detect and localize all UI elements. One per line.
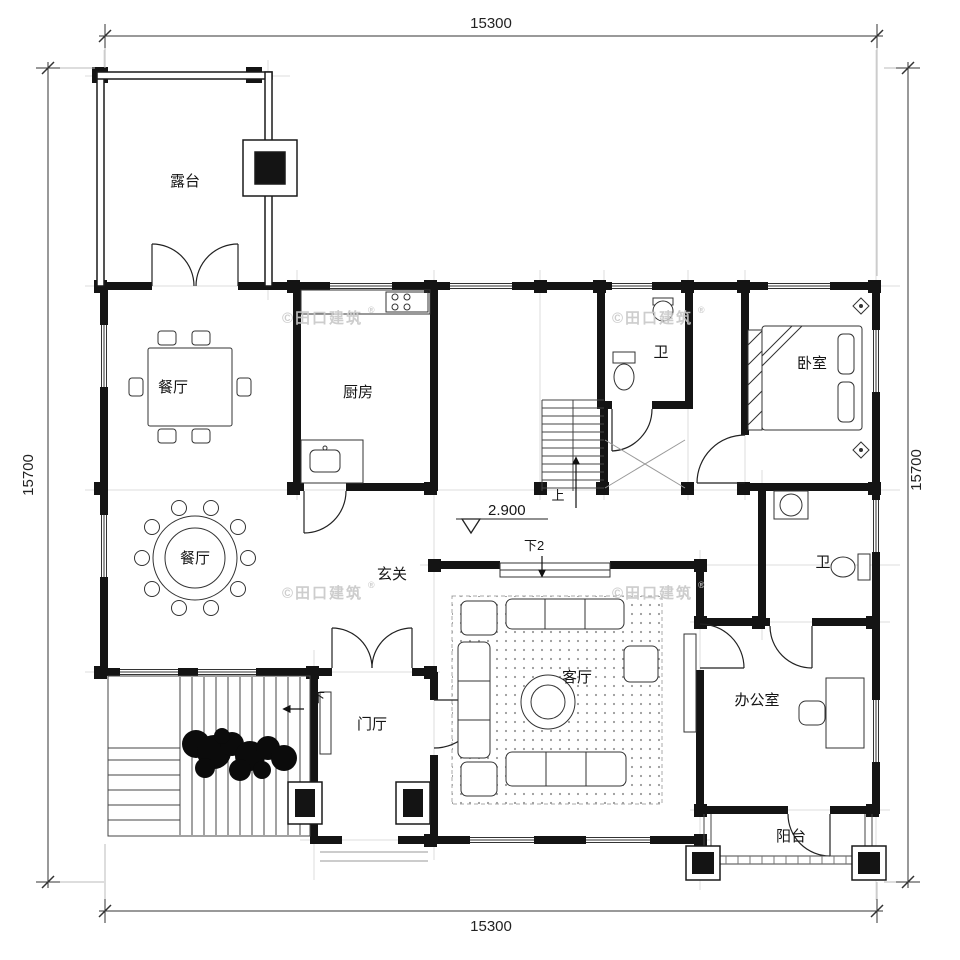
furniture-bedroom <box>747 297 870 459</box>
stair-up-annotation: 上 <box>551 488 564 503</box>
furniture-dining-round <box>134 500 256 616</box>
garden-plants <box>182 728 297 781</box>
room-label-terrace: 露台 <box>170 173 200 190</box>
furniture-foyer <box>319 691 332 755</box>
room-label-kitchen: 厨房 <box>343 384 373 401</box>
furniture-living <box>457 598 697 797</box>
room-label-dining-round: 餐厅 <box>180 550 210 567</box>
furniture-dining-upper <box>128 330 252 444</box>
room-labels: 露台 餐厅 厨房 卫 卧室 餐厅 玄关 卫 客厅 门厅 办公室 阳台 <box>158 173 831 845</box>
watermark-registered-1: ® <box>368 305 375 315</box>
watermark-text-4: ©田口建筑 <box>612 584 693 602</box>
dimension-lines <box>36 24 920 923</box>
stair-down-annotation: 下 <box>312 690 325 705</box>
room-label-dining-upper: 餐厅 <box>158 379 188 396</box>
room-label-office: 办公室 <box>734 692 779 709</box>
watermarks: ©田口建筑 ® ©田口建筑 ® ©田口建筑 ® ©田口建筑 ® <box>282 305 705 602</box>
furniture-office <box>798 677 865 749</box>
watermark-text-2: ©田口建筑 <box>612 309 693 327</box>
watermark-registered-2: ® <box>698 305 705 315</box>
terrace-walls <box>96 71 298 287</box>
dimension-labels: 15300 15300 15700 15700 <box>20 15 925 935</box>
furniture-bath-right <box>773 490 871 581</box>
living-step <box>499 562 611 578</box>
level-annotation: 2.900 <box>488 502 526 519</box>
annotations: 2.900 上 下2 下 <box>282 456 581 714</box>
stair-down2-annotation: 下2 <box>524 538 544 553</box>
stairs-interior <box>541 399 686 491</box>
dim-top-label: 15300 <box>470 15 512 32</box>
furniture-bath-upper <box>612 297 674 391</box>
room-label-foyer: 门厅 <box>357 716 387 733</box>
room-label-bath-right: 卫 <box>815 554 830 571</box>
dim-left-label: 15700 <box>20 454 37 496</box>
room-label-bedroom: 卧室 <box>797 355 827 372</box>
porch-columns <box>287 781 431 862</box>
room-label-living: 客厅 <box>562 669 592 686</box>
dim-bottom-label: 15300 <box>470 918 512 935</box>
room-label-hallway: 玄关 <box>377 566 407 583</box>
watermark-registered-4: ® <box>698 580 705 590</box>
dim-right-label: 15700 <box>908 449 925 491</box>
watermark-registered-3: ® <box>368 580 375 590</box>
watermark-text-1: ©田口建筑 <box>282 309 363 327</box>
furniture-kitchen <box>300 289 431 484</box>
balcony-structure <box>685 814 887 881</box>
room-label-balcony: 阳台 <box>776 828 806 845</box>
room-label-bath-upper: 卫 <box>653 344 668 361</box>
watermark-text-3: ©田口建筑 <box>282 584 363 602</box>
windows <box>101 283 879 843</box>
